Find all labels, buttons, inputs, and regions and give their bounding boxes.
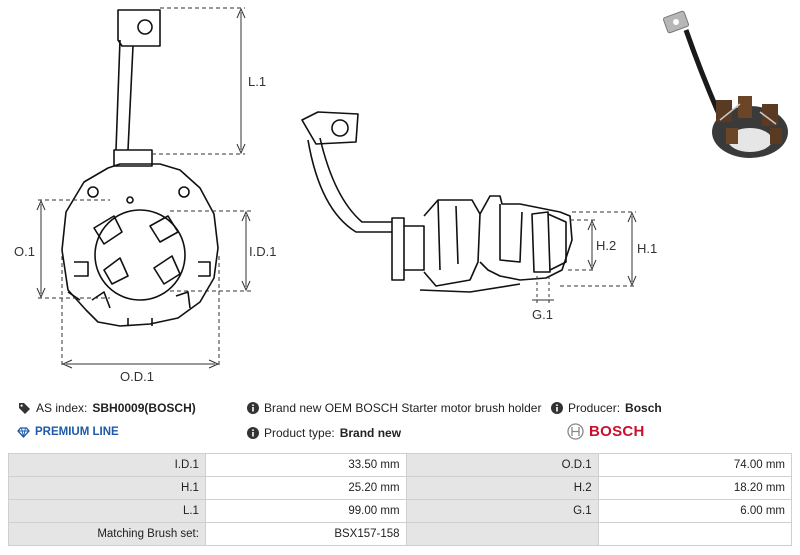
product-info: AS index: SBH0009(BOSCH) PREMIUM LINE Br… xyxy=(0,392,800,452)
spec-key xyxy=(405,522,599,546)
info-icon xyxy=(247,427,259,439)
spec-value: 18.20 mm xyxy=(597,476,793,500)
dim-label-l1: L.1 xyxy=(248,74,266,89)
producer: Producer: Bosch xyxy=(551,401,662,415)
dim-label-o1: O.1 xyxy=(14,244,35,259)
description-text: Brand new OEM BOSCH Starter motor brush … xyxy=(264,401,542,415)
product-type-label: Product type: xyxy=(264,426,335,440)
bosch-logo-text: BOSCH xyxy=(589,423,645,440)
technical-drawing: L.1 O.1 I.D.1 O.D.1 H.1 H.2 G.1 xyxy=(14,2,800,384)
table-row: Matching Brush set: BSX157-158 xyxy=(8,522,793,546)
premium-line-text: PREMIUM LINE xyxy=(35,426,119,438)
premium-line-badge: PREMIUM LINE xyxy=(17,426,119,438)
spec-key: I.D.1 xyxy=(8,453,206,477)
table-row: I.D.1 33.50 mm O.D.1 74.00 mm xyxy=(8,453,793,477)
dim-label-g1: G.1 xyxy=(532,307,553,322)
spec-value: 74.00 mm xyxy=(597,453,793,477)
table-row: H.1 25.20 mm H.2 18.20 mm xyxy=(8,476,793,500)
dim-label-id1: I.D.1 xyxy=(249,244,276,259)
front-view-brush-holder xyxy=(61,9,219,327)
spec-value: 99.00 mm xyxy=(204,499,407,523)
bosch-logo: BOSCH xyxy=(567,423,645,440)
dim-label-h2: H.2 xyxy=(596,238,616,253)
producer-value: Bosch xyxy=(625,401,662,415)
spec-key: H.2 xyxy=(405,476,599,500)
table-row: L.1 99.00 mm G.1 6.00 mm xyxy=(8,499,793,523)
product-type-value: Brand new xyxy=(339,426,402,440)
dim-label-h1: H.1 xyxy=(637,241,657,256)
product-type: Product type: Brand new xyxy=(247,426,401,440)
spec-value: 25.20 mm xyxy=(204,476,407,500)
producer-label: Producer: xyxy=(568,401,621,415)
spec-value xyxy=(597,522,793,546)
spec-table: I.D.1 33.50 mm O.D.1 74.00 mm H.1 25.20 … xyxy=(8,453,793,546)
spec-key: L.1 xyxy=(8,499,206,523)
as-index-label: AS index: xyxy=(36,401,88,415)
spec-value: 33.50 mm xyxy=(204,453,407,477)
info-icon xyxy=(247,402,259,414)
as-index: AS index: SBH0009(BOSCH) xyxy=(18,401,196,415)
spec-key: O.D.1 xyxy=(405,453,599,477)
spec-key: Matching Brush set: xyxy=(8,522,206,546)
side-view-brush-holder xyxy=(301,111,573,293)
as-index-value: SBH0009(BOSCH) xyxy=(92,401,196,415)
description: Brand new OEM BOSCH Starter motor brush … xyxy=(247,401,541,415)
bosch-logo-icon xyxy=(567,423,584,440)
tag-icon xyxy=(19,403,30,414)
spec-value: 6.00 mm xyxy=(597,499,793,523)
product-photo xyxy=(662,2,800,172)
spec-key: H.1 xyxy=(8,476,206,500)
diamond-icon xyxy=(17,426,30,438)
spec-value: BSX157-158 xyxy=(204,522,407,546)
dim-label-od1: O.D.1 xyxy=(120,369,154,384)
info-icon xyxy=(551,402,563,414)
spec-key: G.1 xyxy=(405,499,599,523)
